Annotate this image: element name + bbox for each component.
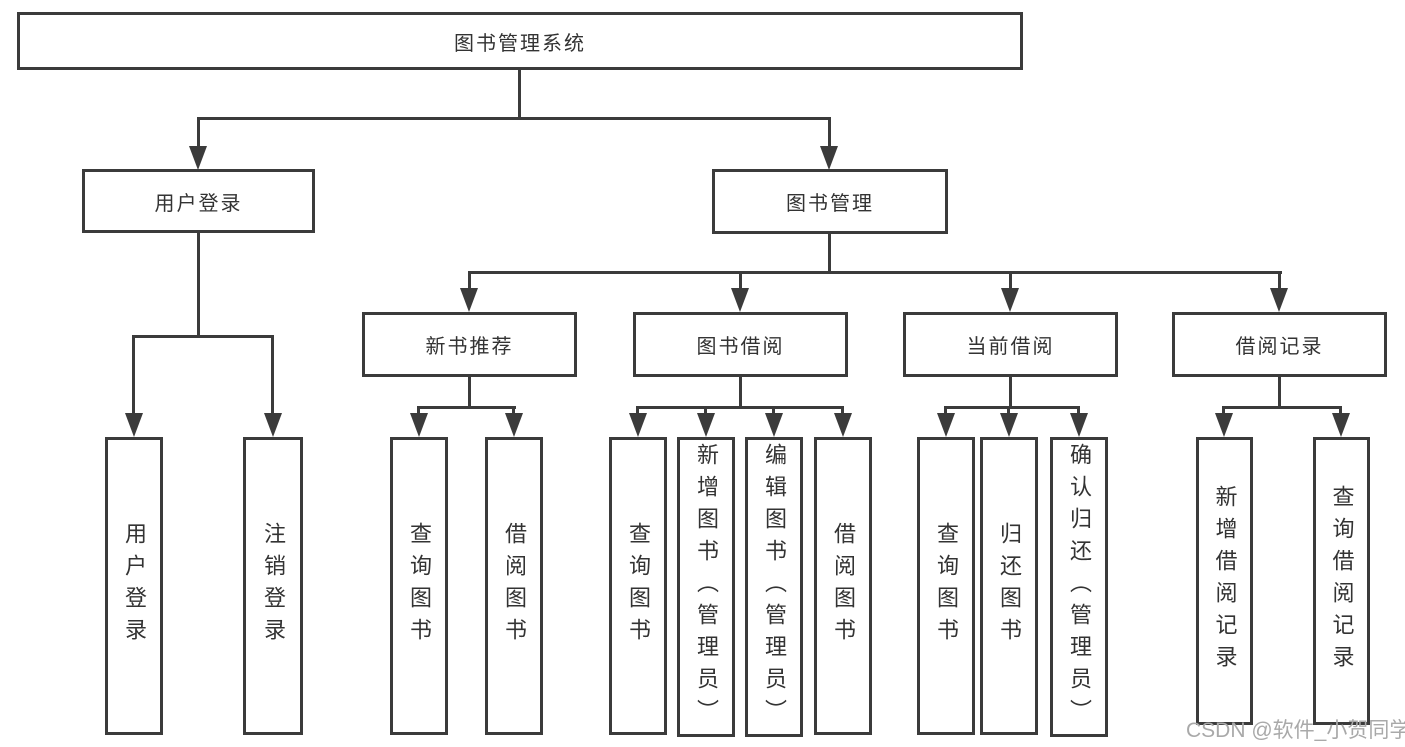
connector-line [944,406,1080,409]
leaf-label: 用户登录 [122,522,147,650]
arrow-down-icon [410,413,428,437]
arrow-down-icon [125,413,143,437]
connector-line [512,406,515,418]
csdn-watermark: CSDN @软件_小贺同学 [1186,719,1405,742]
leaf-query-books-recommend: 查询图书 [390,437,448,735]
connector-line [1222,406,1225,418]
arrow-down-icon [1000,413,1018,437]
connector-line [197,117,831,120]
node-label: 图书管理 [786,193,874,215]
connector-line [1278,375,1281,408]
leaf-label: 查询借阅记录 [1329,485,1355,677]
leaf-edit-books-admin: 编辑图书（管理员） [745,437,803,737]
leaf-query-borrow-record: 查询借阅记录 [1313,437,1370,725]
leaf-borrow-books: 借阅图书 [814,437,872,735]
connector-line [1222,406,1342,409]
leaf-label: 查询图书 [934,522,959,650]
arrow-down-icon [1001,288,1019,312]
connector-line [132,335,274,338]
node-label: 图书管理系统 [454,32,586,55]
connector-line [636,406,639,418]
connector-line [828,233,831,274]
leaf-borrow-books-recommend: 借阅图书 [485,437,543,735]
connector-line [1007,406,1010,418]
node-user-login: 用户登录 [82,169,315,233]
leaf-add-books-admin: 新增图书（管理员） [677,437,735,737]
leaf-label: 借阅图书 [831,522,856,650]
leaf-return-books: 归还图书 [980,437,1038,735]
arrow-down-icon [1270,288,1288,312]
leaf-label: 编辑图书（管理员） [762,443,787,731]
connector-line [197,233,200,337]
arrow-down-icon [460,288,478,312]
node-label: 借阅记录 [1235,336,1324,358]
connector-line [1009,375,1012,408]
arrow-down-icon [765,413,783,437]
leaf-logout: 注销登录 [243,437,303,735]
connector-line [197,117,200,149]
connector-line [1278,271,1281,291]
leaf-label: 查询图书 [407,522,432,650]
connector-line [132,335,135,417]
leaf-label: 查询图书 [626,522,651,650]
leaf-add-borrow-record: 新增借阅记录 [1196,437,1253,725]
arrow-down-icon [937,413,955,437]
connector-line [828,117,831,149]
leaf-query-books-borrowing: 查询图书 [609,437,667,735]
leaf-label: 新增图书（管理员） [694,443,719,731]
leaf-confirm-return-admin: 确认归还（管理员） [1050,437,1108,737]
arrow-down-icon [697,413,715,437]
node-label: 用户登录 [154,192,243,215]
node-new-book-recommend: 新书推荐 [362,312,577,377]
node-current-borrowing: 当前借阅 [903,312,1118,377]
arrow-down-icon [264,413,282,437]
node-label: 新书推荐 [425,336,514,358]
leaf-label: 确认归还（管理员） [1067,443,1092,731]
arrow-down-icon [731,288,749,312]
connector-line [739,375,742,408]
connector-line [468,271,471,291]
leaf-label: 注销登录 [261,522,286,650]
node-label: 图书借阅 [696,336,785,358]
connector-line [1339,406,1342,418]
connector-line [468,271,1282,274]
connector-line [518,69,521,120]
leaf-label: 新增借阅记录 [1212,485,1238,677]
node-book-borrowing: 图书借阅 [633,312,848,377]
connector-line [1077,406,1080,418]
leaf-query-books-current: 查询图书 [917,437,975,735]
arrow-down-icon [1332,413,1350,437]
connector-line [636,406,844,409]
arrow-down-icon [189,146,207,170]
leaf-label: 借阅图书 [502,522,527,650]
node-root-library-system: 图书管理系统 [17,12,1023,70]
connector-line [417,406,420,418]
connector-line [704,406,707,418]
connector-line [1009,271,1012,291]
connector-line [417,406,516,409]
connector-line [772,406,775,418]
connector-line [841,406,844,418]
connector-line [739,271,742,291]
node-label: 当前借阅 [966,336,1055,358]
node-book-management: 图书管理 [712,169,948,234]
leaf-user-login: 用户登录 [105,437,163,735]
arrow-down-icon [834,413,852,437]
arrow-down-icon [1070,413,1088,437]
arrow-down-icon [629,413,647,437]
arrow-down-icon [505,413,523,437]
connector-line [271,335,274,417]
leaf-label: 归还图书 [997,522,1022,650]
connector-line [944,406,947,418]
connector-line [468,375,471,408]
arrow-down-icon [820,146,838,170]
node-borrow-records: 借阅记录 [1172,312,1387,377]
arrow-down-icon [1215,413,1233,437]
